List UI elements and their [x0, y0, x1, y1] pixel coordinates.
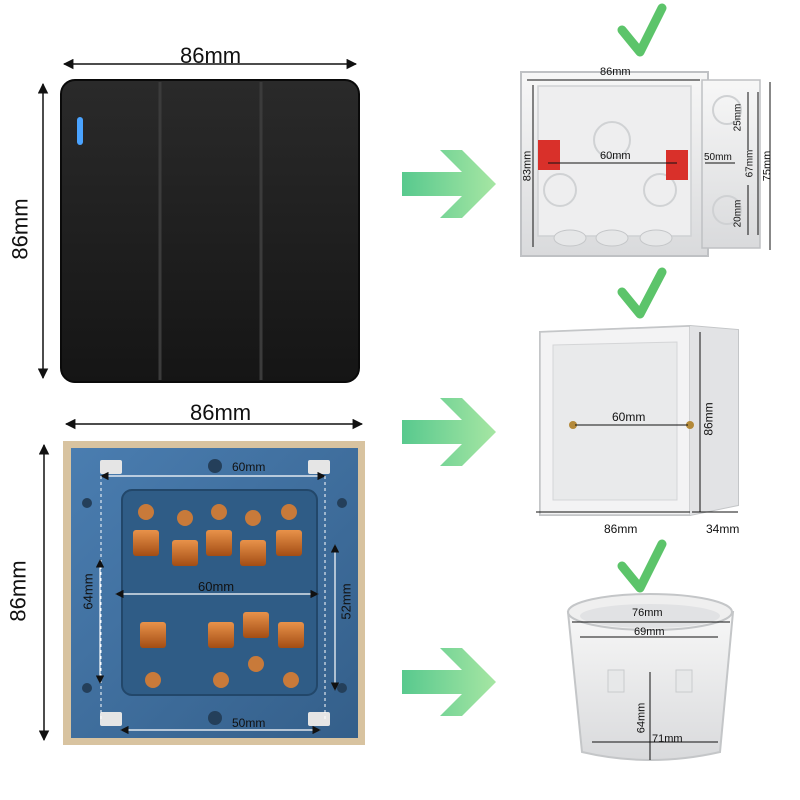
box1-side-bottom-label: 20mm — [732, 199, 744, 228]
box1-width-label: 86mm — [600, 66, 631, 78]
back-right-height-label: 52mm — [338, 583, 354, 620]
box2-screw-spacing-label: 60mm — [612, 410, 646, 424]
indicator-led — [77, 117, 83, 145]
box1-side-total-label: 75mm — [761, 150, 774, 182]
box1-screw-spacing-label: 60mm — [600, 150, 631, 162]
back-bottom-label: 50mm — [232, 716, 266, 730]
arrow-right-icon — [402, 648, 496, 716]
switch-face — [60, 79, 360, 383]
check-icon — [617, 267, 667, 319]
front-switch — [37, 58, 360, 383]
check-icon — [617, 3, 667, 57]
mounting-clip — [100, 712, 122, 726]
front-height-label: 86mm — [7, 198, 33, 260]
arrow-right-icon — [402, 398, 496, 466]
back-width-label: 86mm — [190, 400, 252, 425]
back-top-hole-label: 60mm — [232, 460, 266, 474]
round-box — [566, 593, 735, 761]
terminal-row-bottom — [140, 612, 304, 688]
back-switch — [38, 418, 365, 745]
box1-side-depth-label: 50mm — [704, 152, 732, 163]
front-width-label: 86mm — [180, 43, 242, 68]
mounting-clip — [100, 460, 122, 474]
terminal-row-top — [133, 504, 302, 566]
box2-depth-label: 34mm — [706, 522, 740, 536]
box3-bottom-label: 71mm — [652, 733, 683, 745]
flush-mount-box — [520, 71, 771, 257]
mounting-clip — [308, 712, 330, 726]
screw-clip — [666, 150, 688, 180]
surface-mount-box — [536, 324, 739, 516]
mounting-clip — [308, 460, 330, 474]
box2-height-label: 86mm — [701, 402, 716, 436]
arrow-right-icon — [402, 150, 496, 218]
box3-top-inner-label: 69mm — [634, 626, 665, 638]
screw-hole — [208, 711, 222, 725]
back-height-label: 86mm — [5, 560, 31, 622]
box3-height-label: 64mm — [635, 702, 648, 734]
screw-clip — [538, 140, 560, 170]
screw-hole — [208, 459, 222, 473]
back-inner-width-label: 60mm — [198, 579, 235, 594]
box1-side-middle-label: 67mm — [744, 149, 756, 178]
check-icon — [617, 539, 667, 593]
box-side-view — [701, 79, 761, 249]
box3-top-outer-label: 76mm — [632, 607, 663, 619]
back-left-height-label: 64mm — [80, 573, 96, 610]
box1-side-top-label: 25mm — [732, 103, 744, 132]
box2-width-label: 86mm — [604, 522, 638, 536]
box1-height-label: 83mm — [521, 150, 534, 182]
